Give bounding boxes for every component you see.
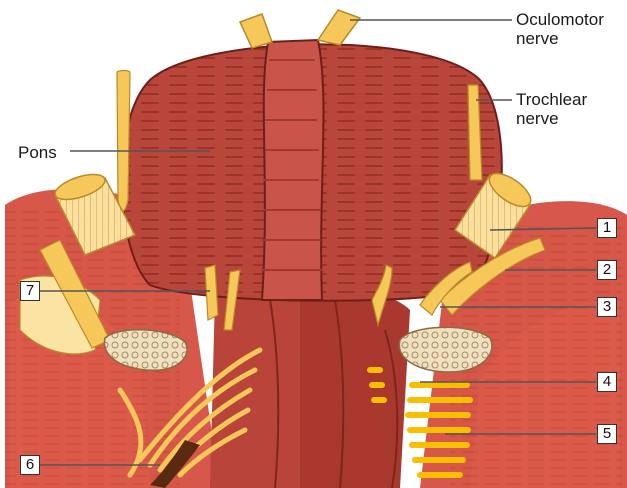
marker-4: 4 bbox=[597, 372, 617, 392]
pons bbox=[122, 40, 502, 301]
marker-5: 5 bbox=[597, 424, 617, 444]
trochlear-nerve-label: Trochlear nerve bbox=[516, 90, 587, 128]
pons-label: Pons bbox=[18, 143, 57, 162]
marker-6: 6 bbox=[20, 455, 40, 475]
marker-3: 3 bbox=[597, 297, 617, 317]
marker-1: 1 bbox=[597, 218, 617, 238]
oculomotor-nerve-label: Oculomotor nerve bbox=[516, 10, 604, 48]
marker-2: 2 bbox=[597, 260, 617, 280]
marker-7: 7 bbox=[20, 281, 40, 301]
